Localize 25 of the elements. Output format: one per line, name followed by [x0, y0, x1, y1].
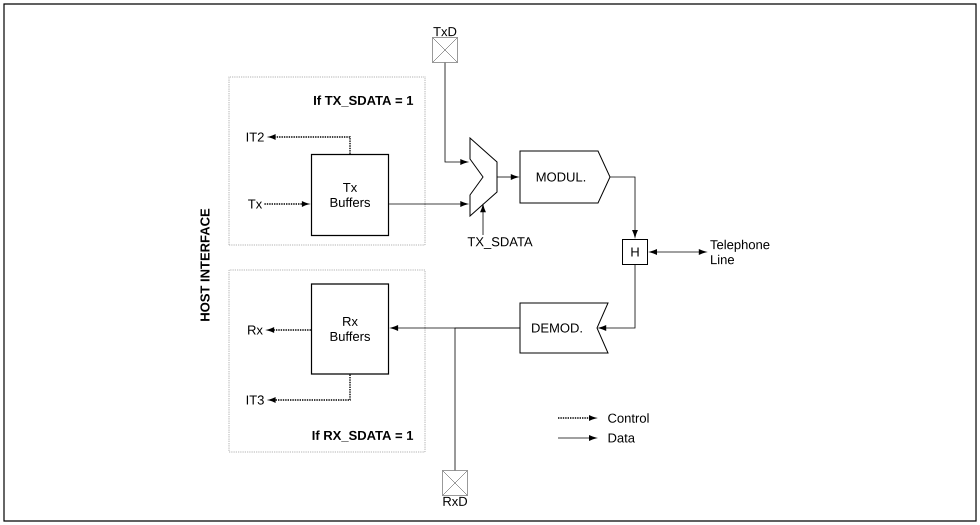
legend-label: Data [608, 433, 635, 443]
modulator-block: MODUL. [520, 150, 611, 204]
arrow [268, 327, 311, 333]
signal-label: TX_SDATA [468, 237, 533, 249]
buffer-box: Tx Buffers [310, 154, 390, 236]
arrow [444, 62, 468, 165]
arrow [480, 204, 486, 236]
signal-label: Telephone Line [710, 240, 770, 264]
rotated-label: HOST INTERFACE [200, 208, 210, 321]
signal-label: IT2 [246, 132, 264, 142]
arrow [388, 201, 468, 207]
legend-label: Control [608, 413, 649, 423]
signal-label: Rx [248, 326, 263, 334]
arrow [269, 134, 351, 154]
demodulator-block: DEMOD. [520, 302, 609, 354]
arrow [269, 374, 351, 403]
signal-label: IT3 [246, 395, 264, 405]
hybrid-box: H [622, 239, 648, 265]
arrow [598, 264, 636, 331]
arrow [264, 201, 308, 207]
arrow [649, 249, 706, 255]
buffer-box: Rx Buffers [310, 283, 390, 375]
arrow [610, 176, 638, 238]
signal-label: Tx [248, 200, 262, 208]
arrow [496, 174, 518, 180]
